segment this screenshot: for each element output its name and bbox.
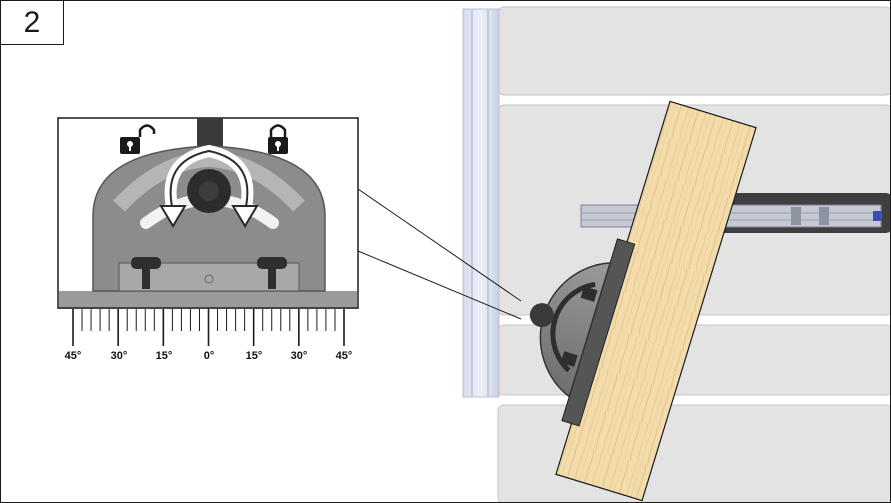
- scale-label-0: 0°: [204, 350, 215, 362]
- scale-label-15-right: 15°: [246, 350, 263, 362]
- scale-label-30-right: 30°: [291, 350, 308, 362]
- miter-gauge-head: [529, 238, 636, 427]
- step-number-badge: 2: [1, 1, 64, 45]
- scale-label-30-left: 30°: [111, 350, 128, 362]
- scale-label-45-right: 45°: [336, 350, 353, 362]
- scale-label-45-left: 45°: [65, 350, 82, 362]
- padlock-open-icon: [120, 124, 156, 154]
- rotate-arrows-icon: [159, 144, 259, 228]
- angle-scale: [59, 307, 357, 346]
- scale-label-15-left: 15°: [156, 350, 173, 362]
- padlock-closed-icon: [268, 124, 288, 154]
- callout-lines: [357, 188, 522, 320]
- rip-fence: [462, 8, 500, 398]
- locking-knob: [187, 169, 231, 213]
- angle-scale-labels: 45° 30° 15° 0° 15° 30° 45°: [65, 350, 353, 362]
